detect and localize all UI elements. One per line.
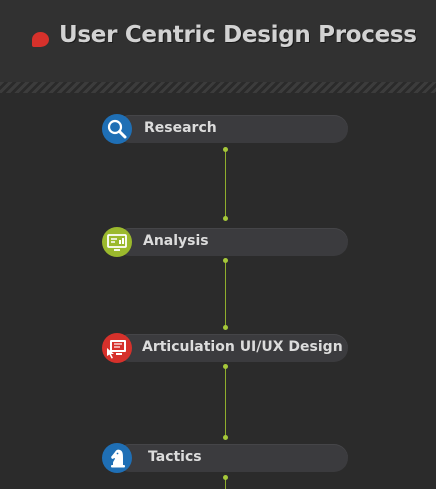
header-divider <box>0 82 436 93</box>
monitor-chart-icon <box>102 227 132 257</box>
connector-line <box>223 364 228 440</box>
connector-dot <box>223 325 228 330</box>
connector-dot <box>223 258 228 263</box>
connector-dot <box>223 364 228 369</box>
step-label: Tactics <box>148 449 202 465</box>
step-label: Articulation UI/UX Design <box>142 339 343 355</box>
connector-line <box>223 475 228 489</box>
step-pill <box>116 228 348 256</box>
header: User Centric Design Process <box>0 0 436 82</box>
step-articulation: Articulation UI/UX Design <box>102 333 348 363</box>
title-bullet-icon <box>32 32 49 47</box>
connector-dot <box>223 216 228 221</box>
magnifier-icon <box>102 114 132 144</box>
step-research: Research <box>102 114 348 144</box>
connector-line <box>223 258 228 330</box>
screen-pointer-icon <box>102 333 132 363</box>
connector-dot <box>223 475 228 480</box>
page-title: User Centric Design Process <box>59 22 417 48</box>
connector-line <box>223 147 228 221</box>
step-tactics: Tactics <box>102 443 348 473</box>
step-pill <box>116 115 348 143</box>
step-label: Analysis <box>143 233 209 249</box>
step-pill <box>116 444 348 472</box>
connector-dot <box>223 147 228 152</box>
chess-knight-icon <box>102 443 132 473</box>
step-label: Research <box>144 120 217 136</box>
step-analysis: Analysis <box>102 227 348 257</box>
connector-dot <box>223 435 228 440</box>
step-pill <box>116 334 348 362</box>
